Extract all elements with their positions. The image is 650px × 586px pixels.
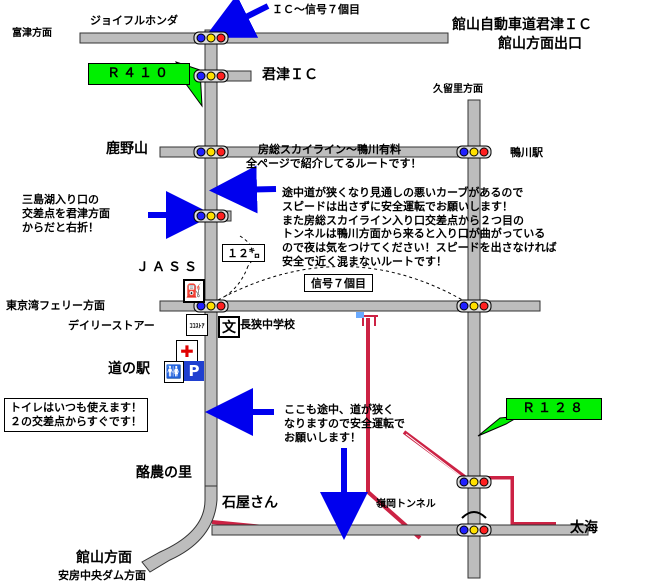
arrow-caution-1 xyxy=(209,165,277,214)
road-right-vertical xyxy=(467,99,481,579)
signal-futomi xyxy=(456,523,492,537)
signal-right-ferry xyxy=(456,299,492,313)
caution-note-2: ここも途中、道が狭く なりますので安全運転で お願いします！ xyxy=(284,403,405,444)
r410-tag: Ｒ４１０ xyxy=(88,63,190,85)
tateyama-ic-label-1: 館山自動車道君津ＩＣ xyxy=(452,17,592,33)
top-note: ＩＣ～信号７個目 xyxy=(272,3,360,16)
store-icon: ｺｺｽﾄｱ xyxy=(186,314,208,336)
road-r410 xyxy=(204,29,218,491)
toilet-note: トイレはいつも使えます！ ２の交差点からすぐです！ xyxy=(4,398,148,432)
signal-r128 xyxy=(456,475,492,489)
road-ferry xyxy=(159,300,541,312)
signal-7-box: 信号７個目 xyxy=(304,274,373,292)
futomi-label: 太海 xyxy=(570,520,598,536)
arrow-top xyxy=(204,0,270,38)
tateyama-direction-label: 館山方面 xyxy=(76,550,132,566)
signal-mishima xyxy=(193,209,229,223)
nagasa-school-label: 長狭中学校 xyxy=(240,318,295,331)
r128-tag: Ｒ１２８ xyxy=(506,398,602,420)
toilet-icon: 🚻 xyxy=(164,361,184,383)
road-top xyxy=(79,32,449,44)
tunnel-arch xyxy=(461,511,487,519)
signal-kimitsu-ic xyxy=(193,69,229,83)
school-icon: 文 xyxy=(218,316,240,338)
road-bottom xyxy=(211,524,589,536)
gas-station-icon: ⛽ xyxy=(183,279,205,303)
signal-kanozan xyxy=(193,145,229,159)
caution-note-1: 途中道が狭くなり見通しの悪いカーブがあるので スピードは出さずに安全運転でお願い… xyxy=(282,186,557,268)
boso-line-label-2: 全ページで紹介してるルートです！ xyxy=(246,157,422,170)
michi-no-eki-label: 道の駅 xyxy=(108,361,150,377)
parking-icon: P xyxy=(184,361,204,381)
kururi-label: 久留里方面 xyxy=(433,84,483,95)
kanozan-label: 鹿野山 xyxy=(106,141,148,157)
rakuno-label: 酪農の里 xyxy=(136,465,192,481)
ishiya-label: 石屋さん xyxy=(222,495,278,511)
tateyama-ic-label-2: 館山方面出口 xyxy=(498,36,582,52)
futtsu-label: 富津方面 xyxy=(12,28,52,39)
mishima-note: 三島湖入り口の 交差点を君津方面 からだと右折！ xyxy=(22,193,110,234)
hospital-icon: ✚ xyxy=(176,340,198,362)
jass-label: ＪＡＳＳ xyxy=(136,260,201,275)
signal-top xyxy=(193,31,229,45)
road-curve-sw xyxy=(141,485,218,573)
awa-dam-label: 安房中央ダム方面 xyxy=(58,569,146,582)
boso-line-label-1: 房総スカイライン～鴨川有料 xyxy=(258,143,401,156)
mineoka-tunnel-label: 嶺岡トンネル xyxy=(376,499,436,510)
joyful-honda-label: ジョイフルホンダ xyxy=(90,14,178,27)
marker-blue xyxy=(356,312,364,318)
kimitsu-ic-label: 君津ＩＣ xyxy=(262,67,318,83)
signal-kamogawa xyxy=(456,145,492,159)
distance-12km: １２㌔ xyxy=(222,244,265,262)
traffic-signals xyxy=(193,31,492,537)
signal-ferry xyxy=(193,299,229,313)
tokyo-bay-ferry-label: 東京湾フェリー方面 xyxy=(6,299,105,312)
daily-store-label: デイリーストアー xyxy=(68,319,155,332)
kamogawa-station-label: 鴨川駅 xyxy=(510,146,543,159)
blue-arrows xyxy=(148,0,368,540)
